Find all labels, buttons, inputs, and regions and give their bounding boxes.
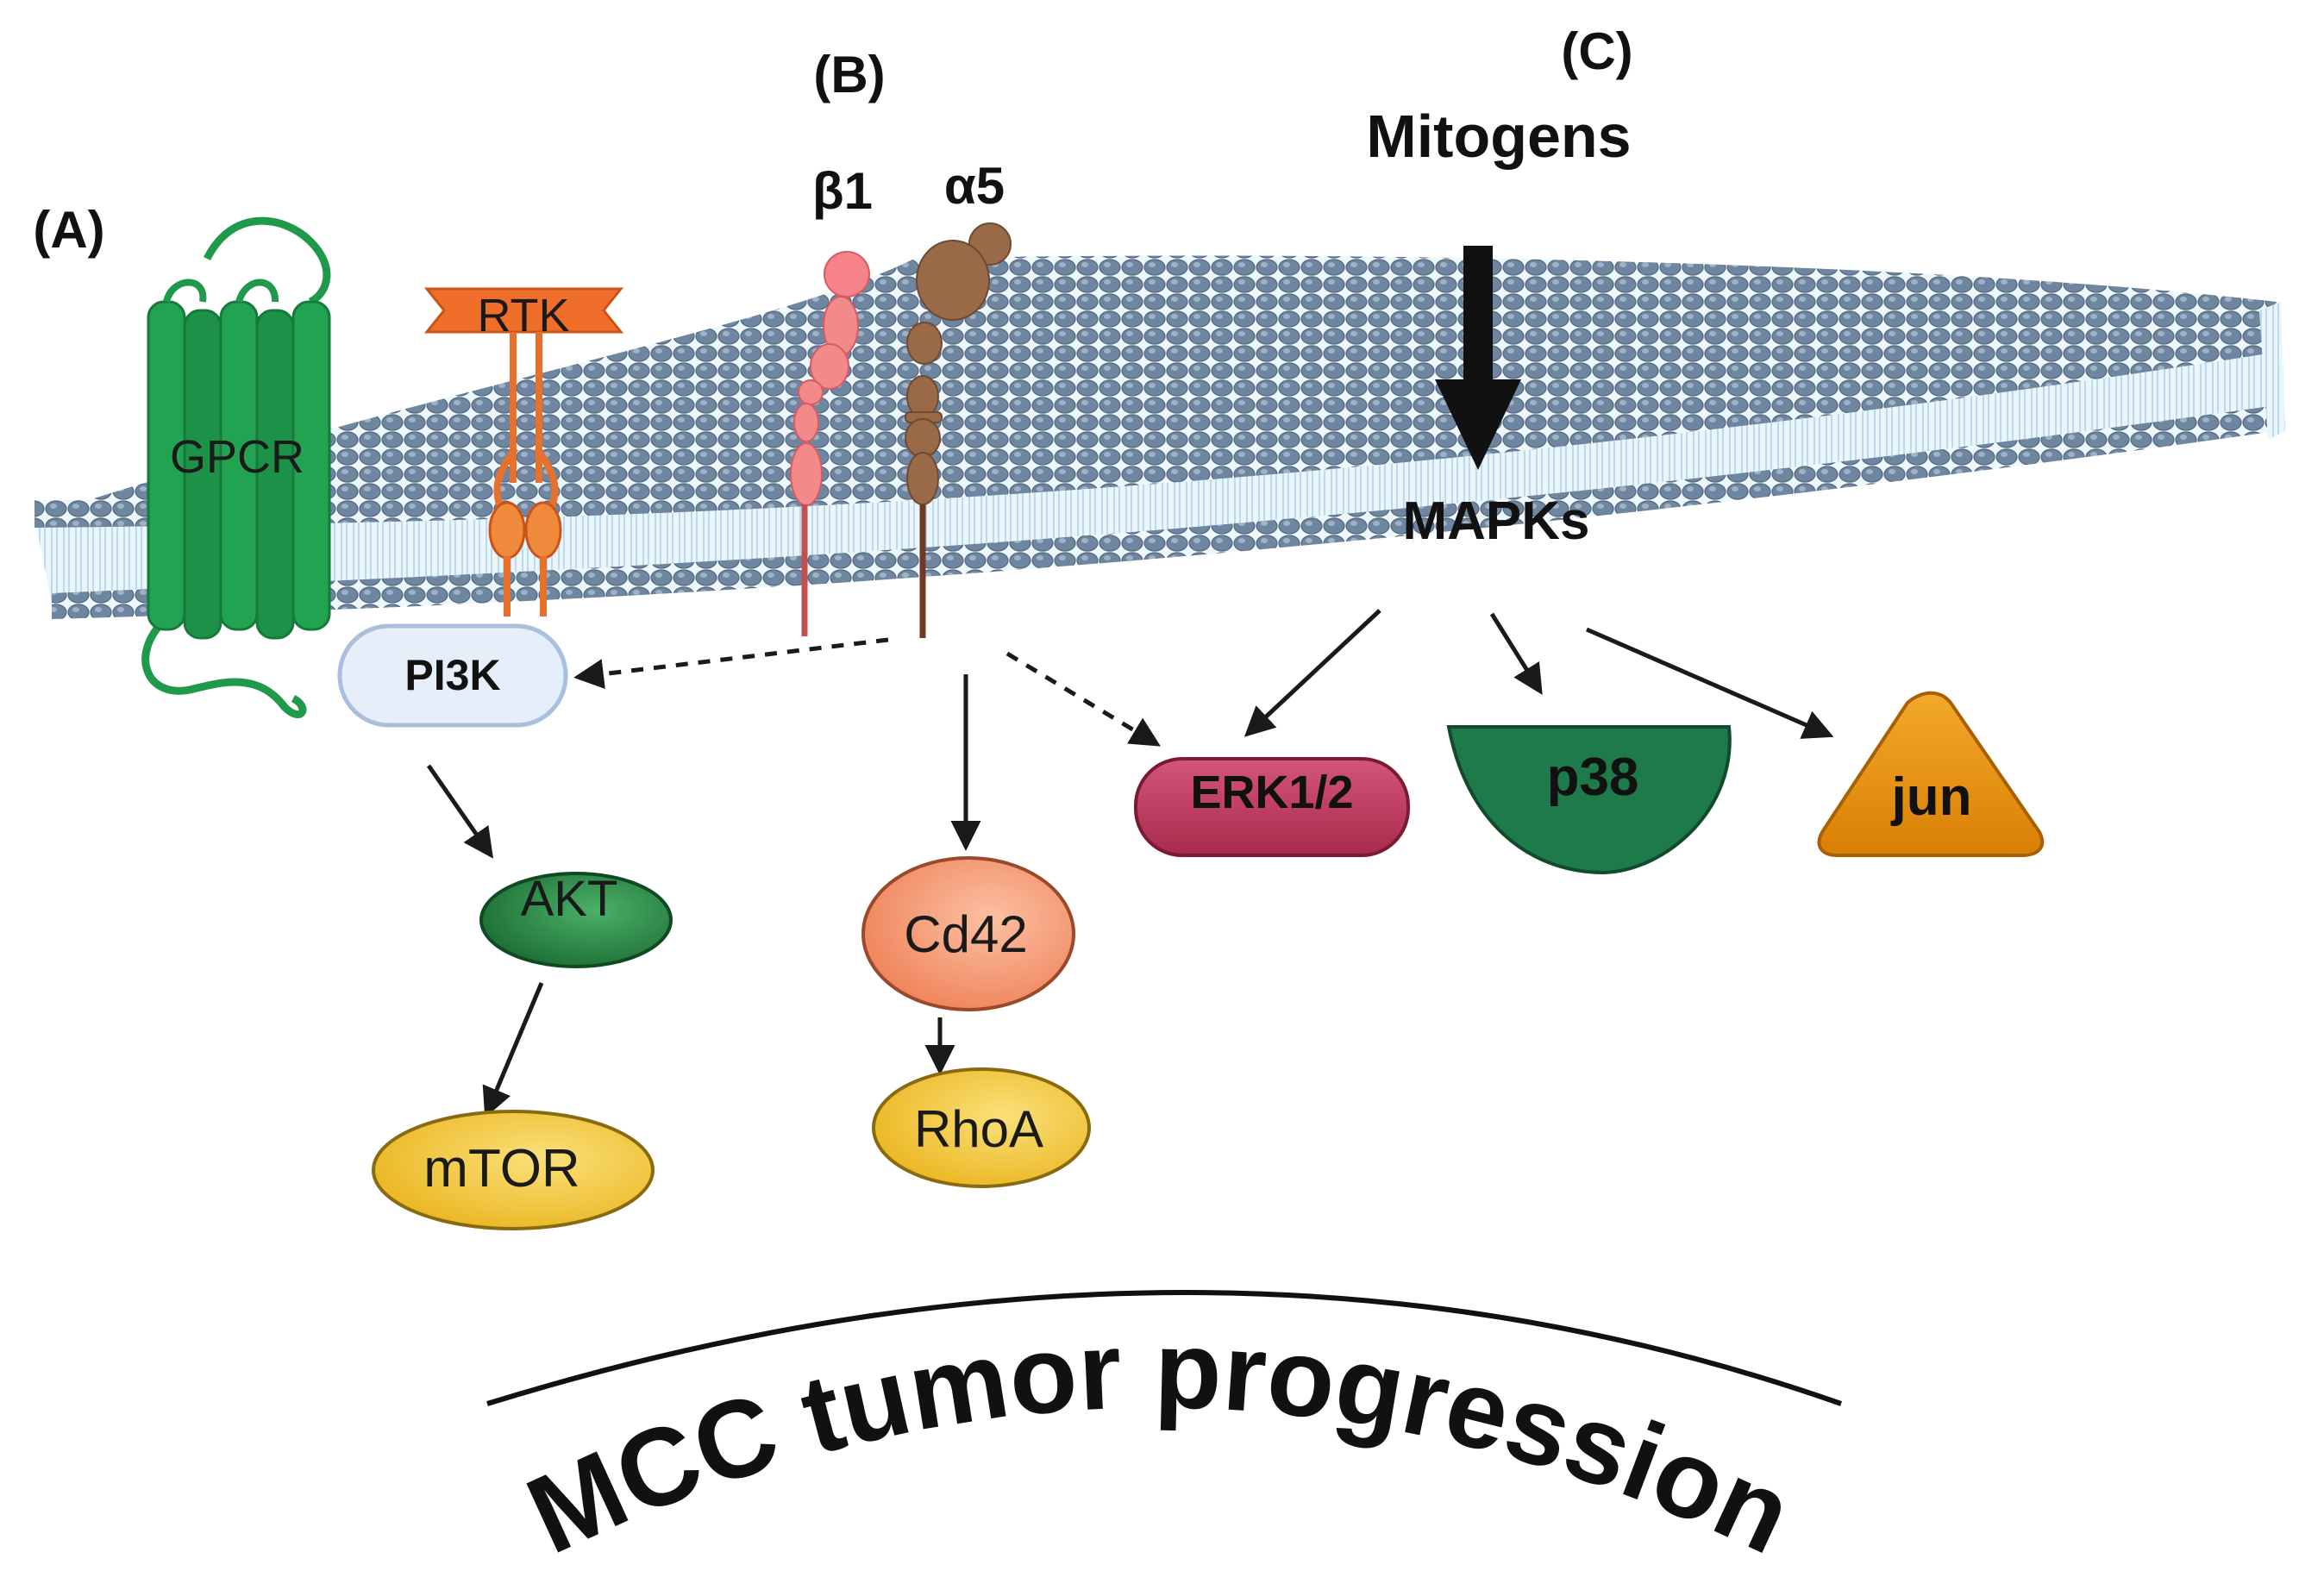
pathway-arrows [426,609,1834,1118]
integrin-alpha5 [905,222,1012,638]
cell-membrane [34,255,2285,619]
panel-label-c: (C) [1561,22,1632,80]
arrow-mapks-to-jun [1586,627,1834,739]
p38-label: p38 [1547,748,1639,807]
node-akt [479,872,673,968]
mapks-label: MAPKs [1402,491,1589,551]
arrow-mapks-to-p38 [1489,612,1543,695]
gpcr-receptor [141,216,331,718]
rtk-label: RTK [477,290,569,341]
gpcr-label: GPCR [170,431,304,483]
outcome-arc [486,1290,1842,1406]
erk-label: ERK1/2 [1190,767,1353,818]
arrow-mapks-to-erk [1243,609,1381,737]
node-mtor [372,1110,655,1230]
akt-label: AKT [521,871,618,927]
rhoa-label: RhoA [914,1100,1043,1158]
node-rhoa [872,1067,1091,1188]
alpha5-label: α5 [944,157,1005,215]
integrin-beta1 [790,251,870,636]
arrow-akt-to-mtor [482,982,544,1118]
node-erk [1134,757,1410,857]
jun-label: jun [1891,767,1972,827]
cd42-label: Cd42 [904,905,1027,963]
node-p38 [1446,725,1732,875]
arrow-integrin-to-erk [1005,651,1161,747]
pi3k-label: PI3K [404,651,500,699]
rtk-receptor [423,287,624,616]
panel-label-b: (B) [813,46,885,103]
beta1-label: β1 [812,162,873,220]
node-cd42 [861,856,1075,1011]
panel-label-a: (A) [33,201,104,259]
mitogen-arrow [1435,246,1521,470]
node-pi3k [337,623,568,728]
mitogens-label: Mitogens [1366,103,1631,170]
node-jun [1817,691,2045,857]
mtor-label: mTOR [423,1139,579,1199]
arrow-integrin-to-pi3k [573,637,889,690]
arrow-pi3k-to-akt [426,764,493,859]
